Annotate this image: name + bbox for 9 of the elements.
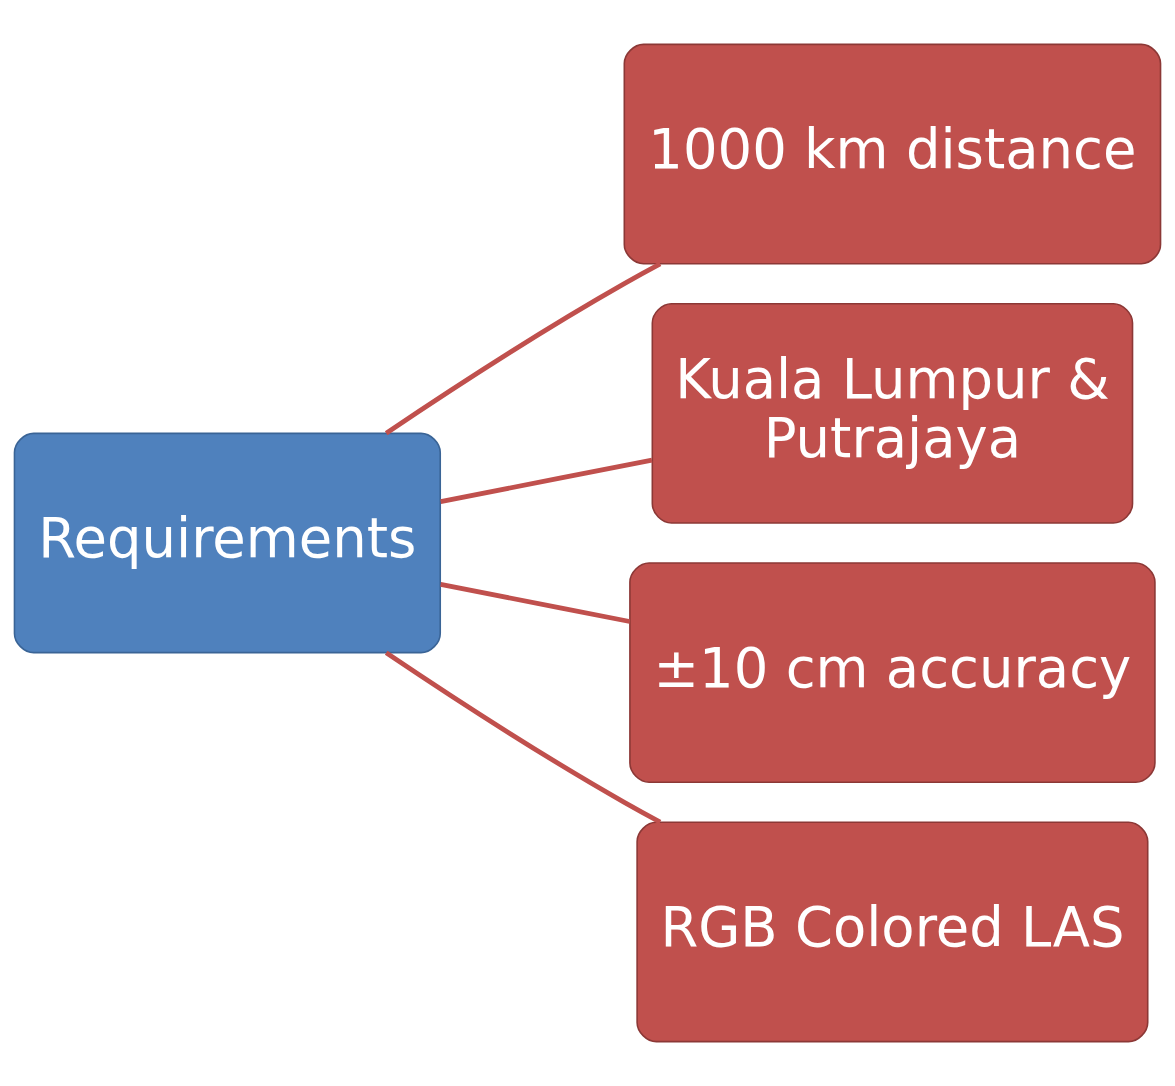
node-box: Requirements	[13, 432, 442, 654]
connector	[440, 457, 653, 504]
connector	[440, 582, 631, 624]
connector	[384, 261, 662, 436]
connector	[384, 650, 662, 825]
node-box: ±10 cm accuracy	[629, 562, 1156, 784]
node-box: RGB Colored LAS	[636, 821, 1149, 1043]
node-box: 1000 km distance	[623, 43, 1162, 265]
node-box: Kuala Lumpur & Putrajaya	[651, 302, 1134, 524]
